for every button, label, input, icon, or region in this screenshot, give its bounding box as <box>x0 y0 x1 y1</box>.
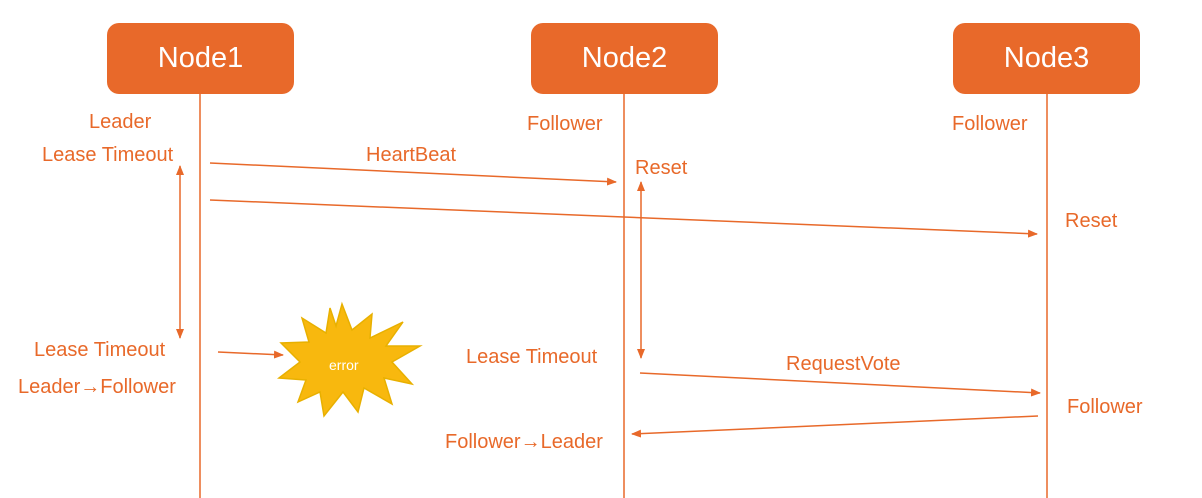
node1-box: Node1 <box>107 23 294 94</box>
node3-reset-label: Reset <box>1065 210 1118 232</box>
node1-lease-timeout-bottom: Lease Timeout <box>34 339 166 361</box>
node1-role-label: Leader <box>89 111 152 133</box>
node1-lease-timeout-top: Lease Timeout <box>42 144 174 166</box>
node3-follower-after-vote: Follower <box>1067 396 1143 418</box>
node1-label: Node1 <box>157 42 244 74</box>
node2-transition-label: Follower→Leader <box>445 431 603 453</box>
error-burst <box>276 301 423 418</box>
node2-box: Node2 <box>531 23 718 94</box>
request-vote-arrow <box>639 372 1041 397</box>
heartbeat-label: HeartBeat <box>366 144 457 166</box>
node2-label: Node2 <box>581 42 668 74</box>
node2-lease-timeout-label: Lease Timeout <box>466 346 598 368</box>
node3-role-label: Follower <box>952 113 1028 135</box>
heartbeat-arrow-to-node2 <box>209 162 617 186</box>
error-pointer-arrow <box>217 350 284 359</box>
node3-box: Node3 <box>953 23 1140 94</box>
request-vote-label: RequestVote <box>786 353 901 375</box>
node2-reset-label: Reset <box>635 157 688 179</box>
node2-role-label: Follower <box>527 113 603 135</box>
heartbeat-arrow-to-node3 <box>209 199 1038 238</box>
node1-transition-label: Leader→Follower <box>18 376 176 398</box>
error-label: error <box>329 357 359 373</box>
vote-reply-arrow <box>631 415 1039 438</box>
node3-label: Node3 <box>1003 42 1090 74</box>
